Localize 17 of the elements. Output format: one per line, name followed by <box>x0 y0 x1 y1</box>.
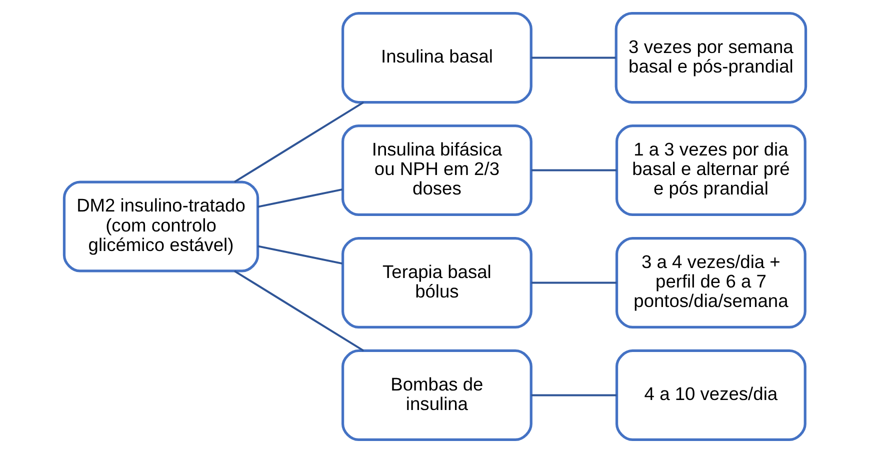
node-box: 3 vezes por semana basal e pós-prandial <box>614 12 807 104</box>
node-box: 3 a 4 vezes/dia + perfil de 6 a 7 pontos/dia/semana <box>614 236 806 329</box>
node-box: Insulina basal <box>341 12 532 104</box>
node-box: Terapia basal bólus <box>341 236 532 329</box>
node-box: 1 a 3 vezes por dia basal e alternar pré e pós prandial <box>614 124 806 216</box>
connector <box>257 245 342 264</box>
node-box: Insulina bifásica ou NPH em 2/3 doses <box>341 124 532 216</box>
connector <box>530 394 616 396</box>
connector <box>530 282 616 284</box>
connector <box>530 56 616 59</box>
connector <box>233 270 364 352</box>
node-box: 4 a 10 vezes/dia <box>614 349 806 441</box>
node-box: Bombas de insulina <box>341 349 532 441</box>
node-box: DM2 insulino-tratado (com controlo glicémico estável) <box>62 180 259 272</box>
connector <box>233 101 364 183</box>
connector <box>530 169 616 172</box>
connector <box>257 188 342 208</box>
